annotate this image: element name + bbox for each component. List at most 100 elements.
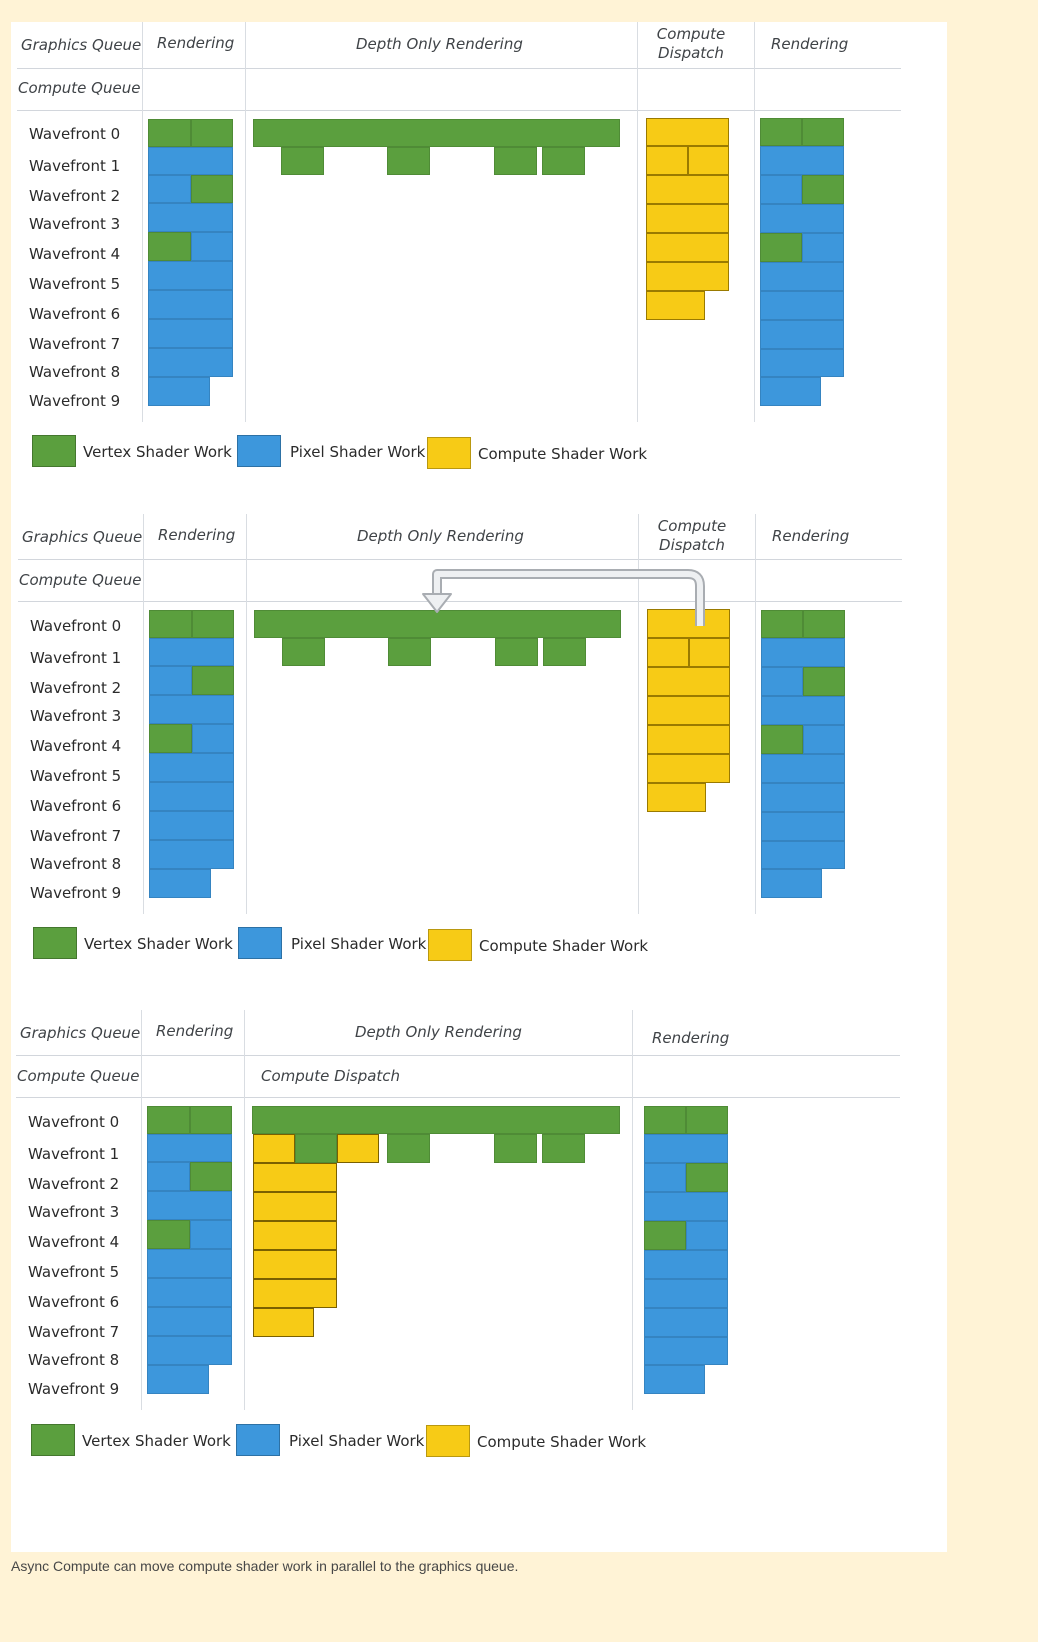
pixel-shader-block (148, 175, 191, 203)
compute-shader-block (688, 146, 729, 175)
compute-shader-block (646, 204, 729, 233)
pixel-shader-block (149, 869, 211, 898)
pixel-shader-block (760, 204, 844, 233)
legend-compute-swatch (426, 1425, 470, 1457)
pixel-shader-block (760, 262, 844, 291)
pixel-shader-block (190, 1220, 232, 1249)
pixel-shader-block (149, 638, 234, 666)
panel-async-arrow: Graphics Queue Compute Queue Rendering D… (11, 514, 947, 1004)
panel-no-async: Graphics Queue Compute Queue Rendering D… (11, 22, 947, 512)
vertex-shader-block (543, 638, 586, 666)
legend-vertex-swatch (32, 435, 76, 467)
compute-queue-label: Compute Queue (18, 79, 141, 97)
compute-shader-block (646, 262, 729, 291)
pixel-shader-block (760, 175, 802, 204)
pixel-shader-block (644, 1337, 728, 1365)
pixel-shader-block (148, 203, 233, 232)
wavefront-label: Wavefront 7 (28, 1323, 120, 1341)
wavefront-label: Wavefront 9 (29, 392, 121, 410)
move-arrow-icon (422, 569, 705, 626)
pixel-shader-block (147, 1191, 232, 1220)
vertex-shader-block (192, 610, 234, 638)
vertex-shader-block (147, 1106, 190, 1134)
graphics-queue-label: Graphics Queue (22, 528, 143, 546)
vertex-shader-block (387, 147, 430, 175)
legend-pixel-label: Pixel Shader Work (291, 935, 427, 953)
rendering-header: Rendering (771, 35, 849, 53)
legend-vertex-label: Vertex Shader Work (82, 1432, 231, 1450)
pixel-shader-block (761, 783, 845, 812)
pixel-shader-block (147, 1162, 190, 1191)
compute-shader-block (647, 667, 730, 696)
vertex-shader-block (686, 1106, 728, 1134)
pixel-shader-block (191, 232, 233, 261)
vertex-shader-block (761, 610, 803, 638)
wavefront-label: Wavefront 5 (28, 1263, 120, 1281)
vertex-shader-block (148, 119, 191, 147)
async-compute-diagram: Graphics Queue Compute Queue Rendering D… (11, 22, 947, 1552)
pixel-shader-block (147, 1307, 232, 1336)
legend-vertex-label: Vertex Shader Work (84, 935, 233, 953)
depth-only-header: Depth Only Rendering (355, 1023, 522, 1041)
wavefront-label: Wavefront 6 (28, 1293, 120, 1311)
vertex-shader-block (803, 610, 845, 638)
vertex-shader-block (542, 1134, 585, 1163)
legend-compute-swatch (428, 929, 472, 961)
compute-shader-block (646, 118, 729, 146)
pixel-shader-block (686, 1221, 728, 1250)
wavefront-label: Wavefront 6 (29, 305, 121, 323)
depth-only-header: Depth Only Rendering (356, 35, 523, 53)
legend-compute-label: Compute Shader Work (478, 445, 648, 463)
vertex-shader-block (495, 638, 538, 666)
compute-shader-block (646, 146, 688, 175)
pixel-shader-block (761, 754, 845, 783)
rendering-header: Rendering (652, 1029, 730, 1047)
depth-only-header: Depth Only Rendering (357, 527, 524, 545)
legend-vertex-swatch (31, 1424, 75, 1456)
compute-shader-block (647, 638, 689, 667)
vertex-shader-block (760, 233, 802, 262)
compute-shader-block (646, 233, 729, 262)
vertex-shader-block (281, 147, 324, 175)
wavefront-label: Wavefront 1 (29, 157, 121, 175)
compute-dispatch-header: Compute Dispatch (656, 25, 726, 62)
rendering-header: Rendering (157, 34, 235, 52)
vertex-shader-block (148, 232, 191, 261)
legend-compute-label: Compute Shader Work (479, 937, 649, 955)
compute-shader-block (253, 1308, 314, 1337)
vertex-shader-block (644, 1221, 686, 1250)
compute-queue-label: Compute Queue (17, 1067, 140, 1085)
compute-shader-block (253, 1134, 295, 1163)
wavefront-label: Wavefront 2 (30, 679, 122, 697)
pixel-shader-block (760, 377, 821, 406)
pixel-shader-block (761, 638, 845, 667)
wavefront-label: Wavefront 1 (30, 649, 122, 667)
pixel-shader-block (761, 696, 845, 725)
compute-shader-block (253, 1221, 337, 1250)
rendering-header: Rendering (156, 1022, 234, 1040)
pixel-shader-block (148, 348, 233, 377)
figure-caption: Async Compute can move compute shader wo… (11, 1558, 519, 1574)
vertex-shader-block (761, 725, 803, 754)
vertex-shader-block (802, 175, 844, 204)
compute-dispatch-header: Compute Dispatch (261, 1067, 401, 1085)
wavefront-label: Wavefront 4 (29, 245, 121, 263)
pixel-shader-block (147, 1336, 232, 1365)
pixel-shader-block (644, 1192, 728, 1221)
vertex-shader-block (760, 118, 802, 146)
vertex-shader-block (192, 666, 234, 695)
pixel-shader-block (644, 1279, 728, 1308)
wavefront-label: Wavefront 5 (30, 767, 122, 785)
compute-shader-block (337, 1134, 379, 1163)
pixel-shader-block (644, 1163, 686, 1192)
wavefront-label: Wavefront 6 (30, 797, 122, 815)
wavefront-label: Wavefront 3 (30, 707, 122, 725)
pixel-shader-block (760, 349, 844, 377)
compute-shader-block (253, 1279, 337, 1308)
pixel-shader-block (761, 869, 822, 898)
vertex-shader-block (190, 1162, 232, 1191)
wavefront-label: Wavefront 4 (30, 737, 122, 755)
vertex-shader-block (191, 175, 233, 203)
vertex-shader-block (190, 1106, 232, 1134)
wavefront-label: Wavefront 0 (28, 1113, 120, 1131)
